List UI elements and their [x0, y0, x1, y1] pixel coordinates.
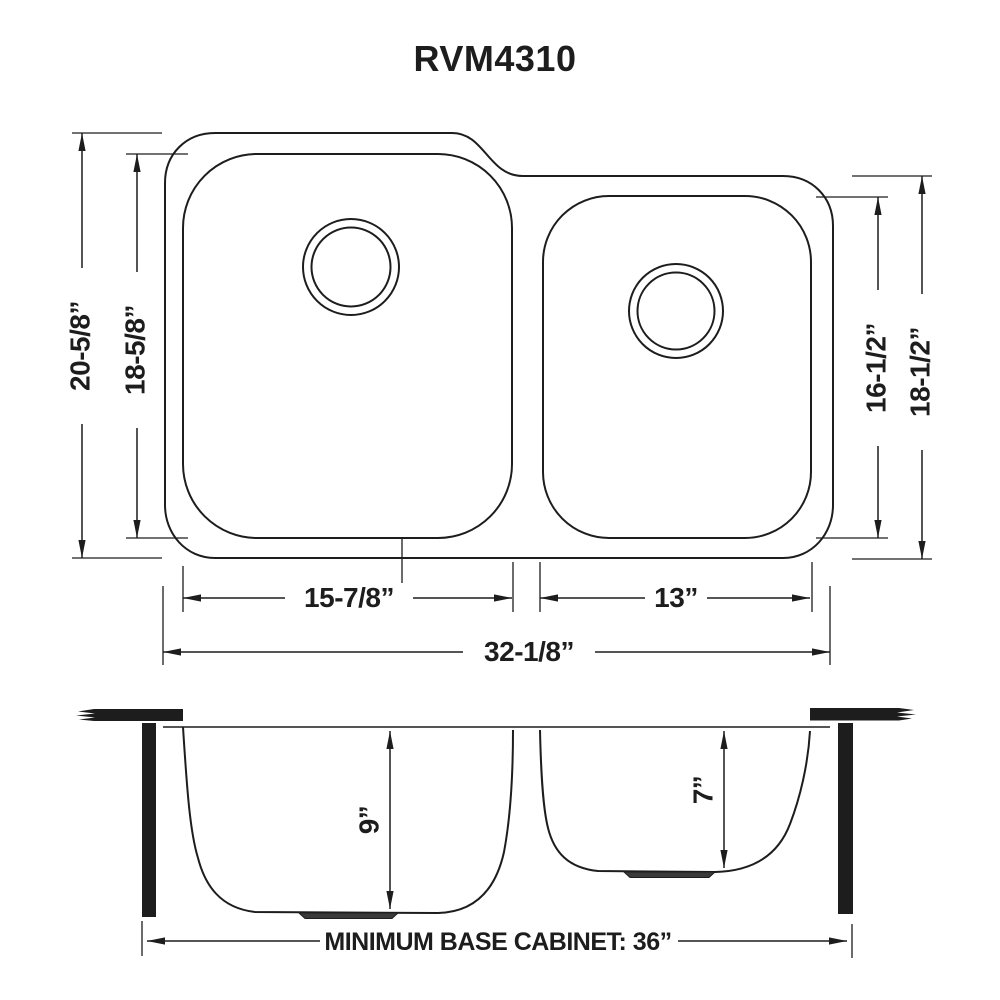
countertop-right-bar [810, 708, 916, 721]
right-drain-inner-circle [636, 271, 716, 351]
left-bowl-outline [182, 153, 513, 539]
dim-extension-lines [141, 921, 853, 958]
dim-left-bowl-height: 18-5/8” [118, 153, 188, 539]
left-drain-inner-circle [310, 226, 392, 308]
label-mask [320, 926, 678, 956]
dim-extension-lines [72, 132, 162, 559]
dim-label-overall-width: 32-1/8” [484, 636, 574, 667]
dim-right-bowl-depth: 7” [687, 731, 728, 868]
dim-label-base-cabinet: MINIMUM BASE CABINET: 36” [324, 928, 671, 956]
dim-extension-lines [182, 537, 541, 612]
right-drain-flange [622, 871, 717, 878]
dim-label-right-bowl-width: 13” [654, 582, 698, 613]
label-mask [463, 637, 595, 667]
top-view-dimensions: 20-5/8” 18-5/8” 16-1/2” 18-1/2” [63, 132, 941, 667]
top-view [164, 132, 834, 559]
dim-overall-width: 32-1/8” [162, 586, 831, 667]
model-number-title: RVM4310 [414, 38, 577, 79]
dim-label-right-bowl-depth: 7” [687, 776, 718, 805]
label-mask [903, 294, 941, 450]
left-bowl-section-profile [182, 726, 514, 915]
dim-label-left-bowl-depth: 9” [353, 806, 384, 835]
dim-label-overall-height: 20-5/8” [64, 301, 95, 391]
dim-label-right-bowl-height: 16-1/2” [860, 323, 891, 413]
countertop-left-bar [76, 709, 183, 721]
right-bowl-outline [542, 195, 812, 539]
dim-label-left-bowl-height: 18-5/8” [119, 305, 150, 395]
dim-left-bowl-depth: 9” [353, 731, 394, 909]
section-view: 9” 7” MINIMUM BASE CABINET: 36” [76, 708, 916, 958]
label-mask [285, 583, 413, 613]
left-drain-flange [297, 912, 400, 919]
dim-overall-height: 20-5/8” [63, 132, 162, 559]
cabinet-wall-left [142, 723, 156, 917]
dim-label-left-bowl-width: 15-7/8” [304, 582, 394, 613]
sink-outer-outline [164, 132, 834, 559]
right-drain-outer-circle [628, 263, 724, 359]
label-mask [859, 290, 897, 446]
dim-right-overall-height: 18-1/2” [852, 175, 941, 560]
cabinet-wall-right [838, 723, 853, 914]
right-bowl-section-profile [539, 729, 811, 874]
dim-right-bowl-height: 16-1/2” [816, 196, 897, 539]
label-mask [63, 268, 101, 424]
dim-right-bowl-width: 13” [540, 562, 813, 613]
label-mask [118, 272, 156, 428]
dim-label-right-overall-height: 18-1/2” [904, 327, 935, 417]
dim-base-cabinet: MINIMUM BASE CABINET: 36” [141, 921, 853, 958]
dim-left-bowl-width: 15-7/8” [182, 537, 541, 613]
left-drain-outer-circle [302, 218, 400, 316]
label-mask [645, 583, 707, 613]
